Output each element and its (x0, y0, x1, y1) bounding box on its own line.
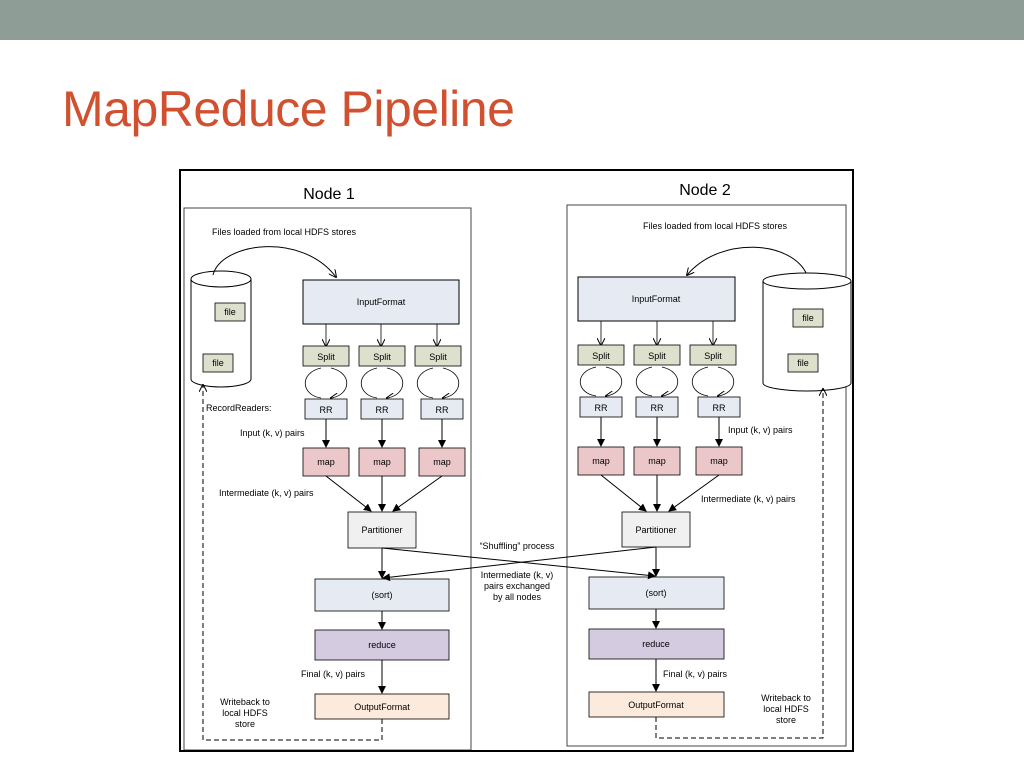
shuffle-exchange-line-1: Intermediate (k, v) (481, 570, 554, 580)
node2-load-arrow (687, 246, 808, 275)
diagram-canvas: Node 1 Files loaded from local HDFS stor… (183, 182, 852, 751)
node2-reduce (588, 628, 725, 660)
node2-file-a (792, 308, 824, 328)
node1-map-2-label: map (373, 457, 391, 467)
mapreduce-diagram: Node 1 Files loaded from local HDFS stor… (179, 169, 854, 752)
shuffle-arrow-node2-to-node1 (382, 546, 657, 582)
node1-reduce-label: reduce (368, 640, 396, 650)
node1-partitioner (347, 511, 417, 549)
node2-map-partition-arrow (668, 474, 720, 512)
node2-input-pairs-label: Input (k, v) pairs (728, 425, 793, 435)
node1-split-3 (414, 345, 462, 367)
node1-rr-loop (360, 367, 404, 398)
node1-rr-1-label: RR (320, 405, 333, 415)
node1-intermediate-label: Intermediate (k, v) pairs (219, 488, 314, 498)
node1-file-b (202, 353, 234, 373)
shuffle-exchange-line-3: by all nodes (493, 592, 542, 602)
node2-rr-2-label: RR (651, 403, 664, 413)
node2-intermediate-label: Intermediate (k, v) pairs (701, 494, 796, 504)
slide-title: MapReduce Pipeline (62, 81, 515, 137)
node1-title: Node 1 (303, 186, 355, 203)
node1-writeback-line-2: local HDFS (222, 708, 268, 718)
node2-rr-1-label: RR (595, 403, 608, 413)
node2-map-2-label: map (648, 456, 666, 466)
shuffle-arrow-node1-to-node2 (381, 547, 656, 580)
node2-output-format-label: OutputFormat (628, 700, 684, 710)
node1-split-1 (302, 345, 350, 367)
node1-map-partition-arrow (392, 475, 443, 512)
node1-split-1-label: Split (317, 352, 335, 362)
top-accent-bar (0, 0, 1024, 40)
node1-map-2 (358, 447, 406, 477)
node2-map-2 (633, 446, 681, 476)
node1-sort-label: (sort) (372, 590, 393, 600)
node1-map-1-label: map (317, 457, 335, 467)
node1-rr-3-label: RR (436, 405, 449, 415)
node1-load-arrow (212, 246, 336, 277)
node1-writeback-line-1: Writeback to (220, 697, 270, 707)
node1-map-partition-arrow (325, 475, 372, 512)
node1-output-format-label: OutputFormat (354, 702, 410, 712)
node1-writeback-line-3: store (235, 719, 255, 729)
node2-file-a-label: file (802, 313, 814, 323)
node1-output-format (314, 693, 450, 720)
node1-split-2 (358, 345, 406, 367)
node2-partitioner (621, 511, 691, 548)
node1-split-3-label: Split (429, 352, 447, 362)
node2-split-1 (577, 344, 625, 366)
node1-map-3 (418, 447, 466, 477)
node2-rr-loop (635, 366, 679, 396)
node2-partitioner-label: Partitioner (635, 525, 676, 535)
node2-input-format-label: InputFormat (632, 294, 681, 304)
node1-partitioner-label: Partitioner (361, 525, 402, 535)
node2-map-3 (695, 446, 743, 476)
node1-files-label: Files loaded from local HDFS stores (212, 227, 357, 237)
node2-title: Node 2 (679, 182, 731, 199)
node2-container (566, 204, 847, 747)
node2-split-3-label: Split (704, 351, 722, 361)
node1-split-2-label: Split (373, 352, 391, 362)
node2-map-3-label: map (710, 456, 728, 466)
node2-file-b-label: file (797, 358, 809, 368)
node2-map-partition-arrow (600, 474, 647, 512)
node2-hdfs-store (762, 272, 852, 392)
node2-files-label: Files loaded from local HDFS stores (643, 221, 788, 231)
node2-rr-loop (691, 366, 735, 396)
node1-input-format (302, 279, 460, 325)
node1-input-pairs-label: Input (k, v) pairs (240, 428, 305, 438)
node1-rr-loop (304, 367, 348, 398)
node1-map-1 (302, 447, 350, 477)
node2-split-3 (689, 344, 737, 366)
node1-writeback-arrow (203, 385, 383, 741)
node1-record-readers-label: RecordReaders: (206, 403, 272, 413)
node2-final-pairs-label: Final (k, v) pairs (663, 669, 728, 679)
node2-split-2 (633, 344, 681, 366)
node1-rr-loop (416, 367, 460, 398)
node2-split-1-label: Split (592, 351, 610, 361)
node1-rr-2-label: RR (376, 405, 389, 415)
node2-writeback-line-1: Writeback to (761, 693, 811, 703)
node2-rr-loop (579, 366, 623, 396)
shuffle-label: “Shuffling” process (480, 541, 555, 551)
node2-map-1 (577, 446, 625, 476)
node2-sort-label: (sort) (646, 588, 667, 598)
node1-sort (314, 578, 450, 612)
node1-file-b-label: file (212, 358, 224, 368)
node1-file-a-label: file (224, 307, 236, 317)
node2-reduce-label: reduce (642, 639, 670, 649)
node1-input-format-label: InputFormat (357, 297, 406, 307)
node2-writeback-line-2: local HDFS (763, 704, 809, 714)
node2-input-format (577, 276, 736, 322)
node2-split-2-label: Split (648, 351, 666, 361)
node2-writeback-line-3: store (776, 715, 796, 725)
node2-rr-3-label: RR (713, 403, 726, 413)
node1-file-a (214, 302, 246, 322)
shuffle-exchange-line-2: pairs exchanged (484, 581, 550, 591)
node2-writeback-arrow (655, 389, 823, 739)
node1-map-3-label: map (433, 457, 451, 467)
node2-output-format (588, 691, 725, 718)
node2-map-1-label: map (592, 456, 610, 466)
node1-final-pairs-label: Final (k, v) pairs (301, 669, 366, 679)
node2-file-b (787, 353, 819, 373)
